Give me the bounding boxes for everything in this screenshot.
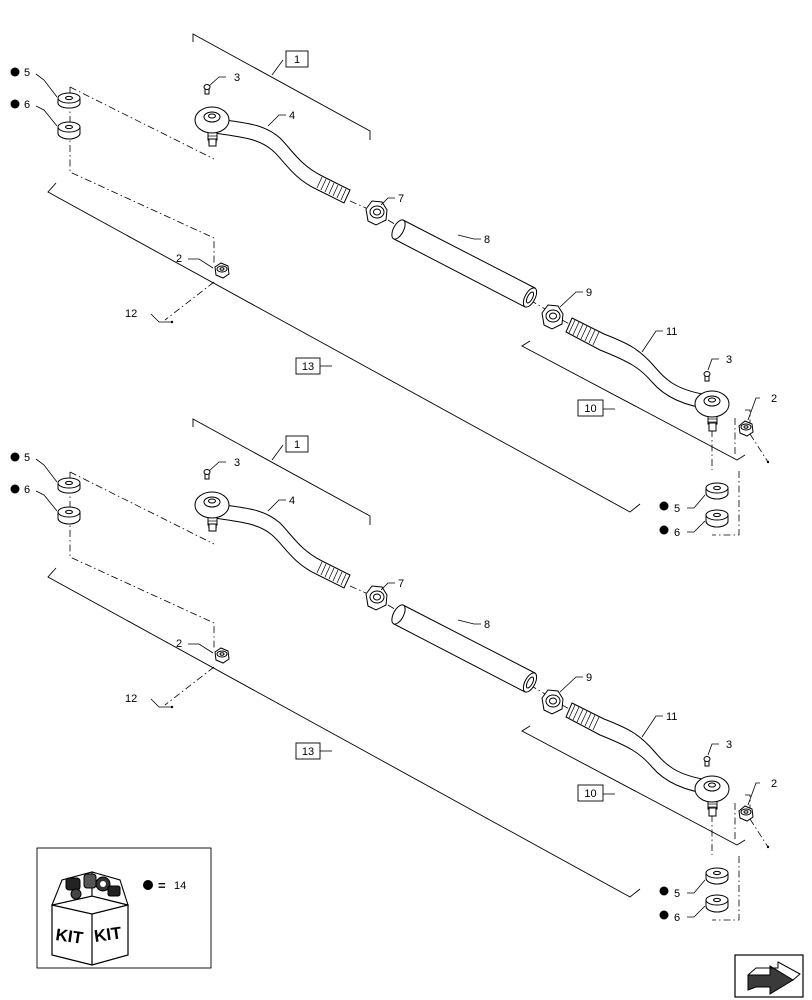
callout-6-right: 6 <box>674 527 680 539</box>
callout-9: 9 <box>586 672 592 684</box>
callout-4: 4 <box>289 495 295 507</box>
callout-6-right: 6 <box>674 912 680 924</box>
callout-11: 11 <box>666 711 677 723</box>
callout-2-left: 2 <box>176 638 182 650</box>
callout-13: 13 <box>302 746 314 758</box>
callout-7: 7 <box>398 193 404 205</box>
callout-4: 4 <box>289 110 295 122</box>
callout-6-left: 6 <box>24 484 30 496</box>
assembly-upper: 1 2 3 4 5 6 7 8 9 10 11 12 13 3 2 5 6 <box>10 33 777 539</box>
kit-box-icon: KIT KIT <box>51 871 129 966</box>
kit-label-right: KIT <box>93 923 123 946</box>
callout-5-left: 5 <box>24 452 30 464</box>
callout-8: 8 <box>484 619 490 631</box>
callout-3-right: 3 <box>726 354 732 366</box>
callout-2-left: 2 <box>176 253 182 265</box>
callout-1: 1 <box>294 54 300 66</box>
kit-equals: = <box>158 878 166 893</box>
callout-6-left: 6 <box>24 99 30 111</box>
callout-9: 9 <box>586 287 592 299</box>
callout-5-left: 5 <box>24 67 30 79</box>
filled-circle-icon <box>143 880 153 890</box>
kit-label-left: KIT <box>54 925 84 948</box>
kit-number: 14 <box>174 880 186 892</box>
kit-legend: KIT KIT = 14 <box>36 847 212 969</box>
assembly-lower: 1 2 3 4 5 6 7 8 9 10 11 12 13 3 2 5 6 <box>10 418 777 924</box>
callout-10: 10 <box>584 403 596 415</box>
callout-2-right: 2 <box>771 778 777 790</box>
callout-12: 12 <box>125 693 137 705</box>
callout-3-left: 3 <box>234 72 240 84</box>
callout-13: 13 <box>302 361 314 373</box>
callout-5-right: 5 <box>674 503 680 515</box>
callout-5-right: 5 <box>674 888 680 900</box>
callout-1: 1 <box>294 439 300 451</box>
callout-3-left: 3 <box>234 457 240 469</box>
callout-12: 12 <box>125 308 137 320</box>
callout-7: 7 <box>398 578 404 590</box>
callout-8: 8 <box>484 234 490 246</box>
next-page-arrow-icon[interactable] <box>734 954 804 998</box>
callout-2-right: 2 <box>771 393 777 405</box>
callout-3-right: 3 <box>726 739 732 751</box>
callout-10: 10 <box>584 788 596 800</box>
callout-11: 11 <box>666 326 677 338</box>
